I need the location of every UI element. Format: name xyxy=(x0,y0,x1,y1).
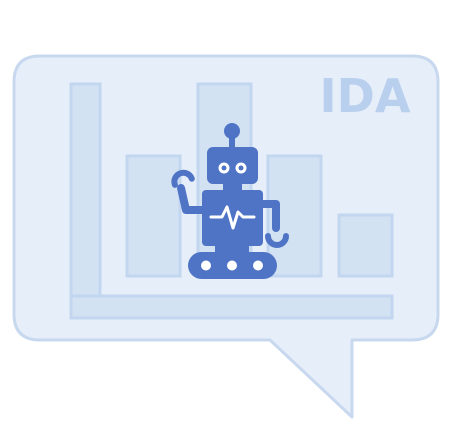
robot-wheel xyxy=(253,260,263,271)
robot-antenna-tip xyxy=(224,123,240,139)
bar-chart-decoration xyxy=(69,82,394,320)
robot-head xyxy=(207,147,258,184)
chart-bar xyxy=(337,213,394,278)
robot-wheel xyxy=(201,260,211,271)
brand-text: IDA xyxy=(320,69,411,123)
robot-antenna xyxy=(229,133,235,147)
robot-neck xyxy=(223,184,242,190)
robot-eye-left xyxy=(218,162,230,174)
robot-waist xyxy=(215,246,249,252)
robot-body xyxy=(202,190,263,246)
robot-arm-right xyxy=(259,200,280,232)
robot-heartbeat-line xyxy=(209,205,256,230)
robot-wheel xyxy=(227,260,237,271)
robot-claw-right xyxy=(265,233,289,248)
chart-axis-vertical xyxy=(69,82,102,320)
robot-eye-right xyxy=(235,162,247,174)
chart-axis-horizontal xyxy=(69,294,394,320)
chart-bar xyxy=(125,154,182,278)
chart-bar xyxy=(266,154,323,278)
robot-arm-left xyxy=(177,184,206,214)
robot-icon xyxy=(171,123,289,279)
robot-claw-left xyxy=(171,169,195,188)
